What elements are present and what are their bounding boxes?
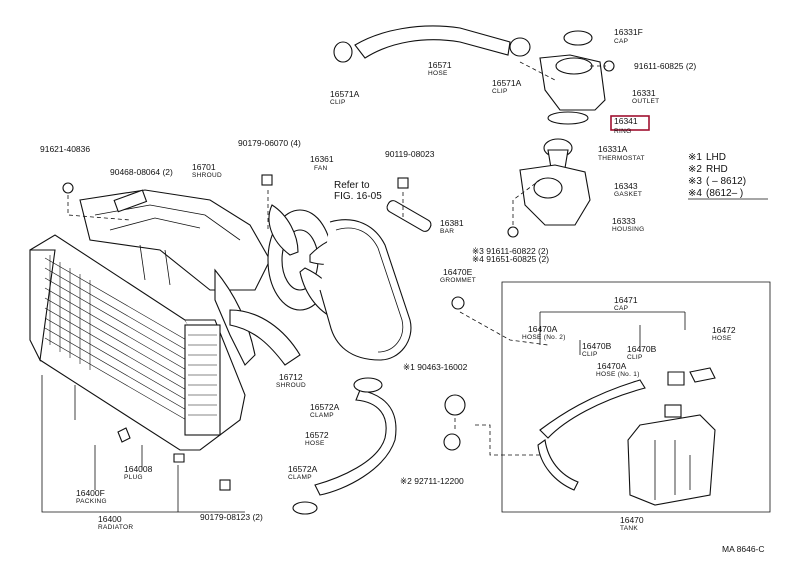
label-16571a-left-num: 16571A xyxy=(330,89,360,99)
label-16331-name: OUTLET xyxy=(632,98,659,105)
radiator-drawing xyxy=(29,234,246,451)
label-16400f-name: PACKING xyxy=(76,498,107,505)
label-16572-name: HOSE xyxy=(305,440,325,447)
label-16470-num: 16470 xyxy=(620,515,644,525)
label-16571a-left-name: CLIP xyxy=(330,99,346,106)
bolts-note-line2: ※4 91651-60825 (2) xyxy=(472,254,549,264)
label-91621-num: 91621-40836 xyxy=(40,144,90,154)
label-16400-num: 16400 xyxy=(98,514,122,524)
label-16470b-r-name: CLIP xyxy=(627,354,643,361)
legend-2-mark: ※2 xyxy=(688,164,702,175)
label-16381-num: 16381 xyxy=(440,218,464,228)
label-16470e-num: 16470E xyxy=(443,267,473,277)
upper-hose-drawing xyxy=(333,25,531,63)
label-16471-num: 16471 xyxy=(614,295,638,305)
label-16470b-r-num: 16470B xyxy=(627,344,657,354)
label-16343-num: 16343 xyxy=(614,181,638,191)
label-16331-num: 16331 xyxy=(632,88,656,98)
label-16571-name: HOSE xyxy=(428,70,448,77)
label-16572-num: 16572 xyxy=(305,430,329,440)
label-16571a-top-num: 16571A xyxy=(492,78,522,88)
label-16572a-bot-name: CLAMP xyxy=(288,474,312,481)
label-91611-num: 91611-60825 (2) xyxy=(634,61,696,71)
label-16331f-name: CAP xyxy=(614,38,628,45)
label-16400f-num: 16400F xyxy=(76,488,105,498)
label-16333-num: 16333 xyxy=(612,216,636,226)
label-16572a-bot-num: 16572A xyxy=(288,464,318,474)
label-164008-num: 164008 xyxy=(124,464,153,474)
thermostat-group-drawing xyxy=(519,30,606,226)
label-16470e-name: GROMMET xyxy=(440,277,476,284)
label-16470a-2-num: 16470A xyxy=(597,361,627,371)
legend-1-mark: ※1 xyxy=(688,152,702,163)
reservoir-drawing xyxy=(537,367,716,506)
label-16331a-num: 16331A xyxy=(598,144,628,154)
label-16470b-l-num: 16470B xyxy=(582,341,612,351)
footer-code: MA 8646-C xyxy=(722,544,765,554)
label-16472-num: 16472 xyxy=(712,325,736,335)
label-16572a-top-name: CLAMP xyxy=(310,412,334,419)
label-90179a-num: 90179-06070 (4) xyxy=(238,138,301,148)
lower-hose-drawing xyxy=(292,377,397,515)
label-16470a-name: HOSE (No. 2) xyxy=(522,334,566,341)
label-16331a-name: THERMOSTAT xyxy=(598,155,645,162)
lower-shroud-drawing xyxy=(214,268,301,366)
label-16712-name: SHROUD xyxy=(276,382,306,389)
label-16341-num: 16341 xyxy=(614,116,638,126)
legend-3-mark: ※3 xyxy=(688,176,702,187)
refer-note-line1: Refer to xyxy=(334,180,370,191)
label-16572a-top-num: 16572A xyxy=(310,402,340,412)
legend-2-text: RHD xyxy=(706,164,728,175)
label-164008-name: PLUG xyxy=(124,474,143,481)
label-16470a-2-name: HOSE (No. 1) xyxy=(596,371,640,378)
refer-note-line2: FIG. 16-05 xyxy=(334,191,382,202)
label-16361-name: FAN xyxy=(314,165,328,172)
belt-drawing xyxy=(319,200,432,361)
legend-4-text: (8612– ) xyxy=(706,188,743,199)
label-16571a-top-name: CLIP xyxy=(492,88,508,95)
legend-3-text: ( – 8612) xyxy=(706,176,746,187)
highlight-box xyxy=(610,115,650,131)
label-16381-name: BAR xyxy=(440,228,454,235)
label-16571-num: 16571 xyxy=(428,60,452,70)
shroud-drawing xyxy=(79,189,271,291)
label-16472-name: HOSE xyxy=(712,335,732,342)
label-16470b-l-name: CLIP xyxy=(582,351,598,358)
label-92711-num: ※2 92711-12200 xyxy=(400,476,464,486)
label-16471-name: CAP xyxy=(614,305,628,312)
label-16361-num: 16361 xyxy=(310,154,334,164)
label-16333-name: HOUSING xyxy=(612,226,644,233)
label-90179b-num: 90179-08123 (2) xyxy=(200,512,263,522)
variant-legend: ※1 LHD ※2 RHD ※3 ( – 8612) ※4 (8612– ) xyxy=(688,152,768,200)
legend-4-mark: ※4 xyxy=(688,188,702,199)
label-16701-num: 16701 xyxy=(192,162,216,172)
labels: 16331F CAP 16571 HOSE 16571A CLIP 16571A… xyxy=(40,27,736,532)
leader-lines xyxy=(41,61,771,513)
label-16331f-num: 16331F xyxy=(614,27,643,37)
label-16712-num: 16712 xyxy=(279,372,303,382)
label-90468-num: 90468-08064 (2) xyxy=(110,167,173,177)
label-16701-name: SHROUD xyxy=(192,172,222,179)
legend-1-text: LHD xyxy=(706,152,726,163)
label-16470-name: TANK xyxy=(620,525,638,532)
label-16343-name: GASKET xyxy=(614,191,642,198)
label-16400-name: RADIATOR xyxy=(98,524,133,531)
label-90463-num: ※1 90463-16002 xyxy=(403,362,468,372)
bolts-note-line1: ※3 91611-60822 (2) xyxy=(472,246,549,256)
label-16470a-num: 16470A xyxy=(528,324,558,334)
label-90119-num: 90119-08023 xyxy=(385,149,435,159)
label-16341-name: RING xyxy=(614,128,631,135)
